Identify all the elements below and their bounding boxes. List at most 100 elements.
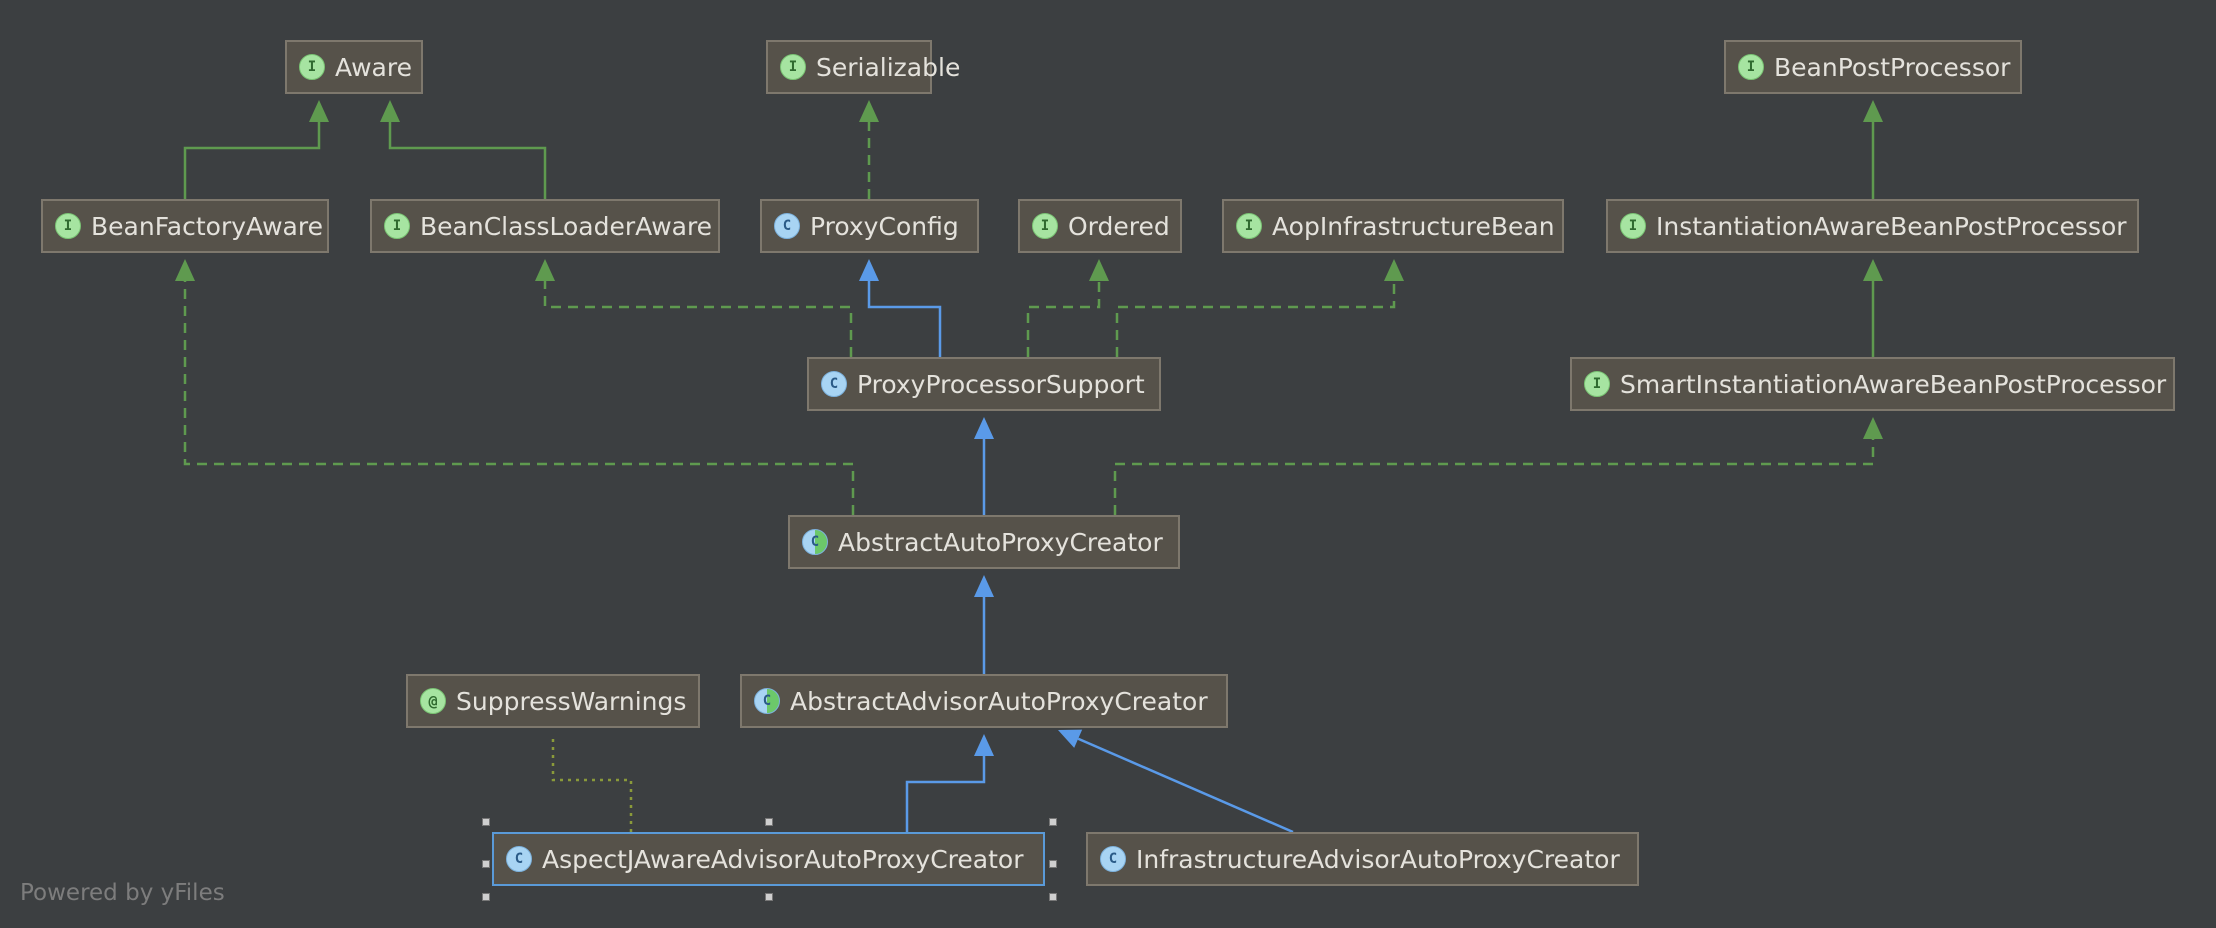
node-label: InstantiationAwareBeanPostProcessor	[1656, 211, 2127, 241]
edge-line	[388, 122, 547, 199]
annotation-icon: @	[420, 688, 446, 714]
edge-extends-interface[interactable]	[183, 100, 329, 199]
node-instantiation-aware-bean-post-processor[interactable]: I InstantiationAwareBeanPostProcessor	[1606, 199, 2139, 253]
interface-icon: I	[299, 54, 325, 80]
edge-extends-interface[interactable]	[1863, 259, 1883, 357]
edge-line	[1115, 281, 1396, 357]
node-aop-infrastructure-bean[interactable]: I AopInfrastructureBean	[1222, 199, 1564, 253]
arrowhead-icon	[974, 575, 994, 597]
arrowhead-icon	[859, 259, 879, 281]
interface-icon: I	[1738, 54, 1764, 80]
edge-implements[interactable]	[1026, 259, 1109, 357]
edge-line	[867, 281, 942, 357]
node-label: Serializable	[816, 52, 961, 82]
selection-handle[interactable]	[482, 893, 490, 901]
node-bean-post-processor[interactable]: I BeanPostProcessor	[1724, 40, 2022, 94]
powered-by-watermark: Powered by yFiles	[20, 880, 225, 906]
node-label: ProxyProcessorSupport	[857, 369, 1145, 399]
arrowhead-icon	[535, 259, 555, 281]
arrowhead-icon	[1863, 259, 1883, 281]
edge-extends-class[interactable]	[974, 417, 994, 515]
edge-extends-class[interactable]	[974, 575, 994, 674]
class-icon: C	[506, 846, 532, 872]
node-label: SuppressWarnings	[456, 686, 687, 716]
selection-handle[interactable]	[765, 818, 773, 826]
node-label: Aware	[335, 52, 412, 82]
edge-line	[905, 756, 986, 832]
node-abstract-auto-proxy-creator[interactable]: C AbstractAutoProxyCreator	[788, 515, 1180, 569]
interface-icon: I	[780, 54, 806, 80]
node-label: AspectJAwareAdvisorAutoProxyCreator	[542, 844, 1024, 874]
node-bean-factory-aware[interactable]: I BeanFactoryAware	[41, 199, 329, 253]
node-proxy-processor-support[interactable]: C ProxyProcessorSupport	[807, 357, 1161, 411]
node-infrastructure-advisor-auto-proxy-creator[interactable]: C InfrastructureAdvisorAutoProxyCreator	[1086, 832, 1639, 886]
node-label: Ordered	[1068, 211, 1170, 241]
selection-handle[interactable]	[482, 860, 490, 868]
edge-line	[543, 281, 853, 357]
selection-handle[interactable]	[1049, 818, 1057, 826]
node-aware[interactable]: I Aware	[285, 40, 423, 94]
edge-extends-class[interactable]	[1058, 729, 1294, 834]
arrowhead-icon	[974, 734, 994, 756]
node-label: AbstractAdvisorAutoProxyCreator	[790, 686, 1208, 716]
edge-implements[interactable]	[1115, 259, 1404, 357]
selection-handle[interactable]	[765, 893, 773, 901]
arrowhead-icon	[1058, 729, 1083, 748]
arrowhead-icon	[1863, 100, 1883, 122]
edge-line	[183, 122, 321, 199]
edge-line	[1077, 737, 1294, 834]
selection-handle[interactable]	[1049, 860, 1057, 868]
edge-line	[1026, 281, 1101, 357]
node-label: InfrastructureAdvisorAutoProxyCreator	[1136, 844, 1620, 874]
abstract-class-icon: C	[754, 688, 780, 714]
arrowhead-icon	[1384, 259, 1404, 281]
interface-icon: I	[1236, 213, 1262, 239]
node-abstract-advisor-auto-proxy-creator[interactable]: C AbstractAdvisorAutoProxyCreator	[740, 674, 1228, 728]
class-icon: C	[821, 371, 847, 397]
node-label: BeanClassLoaderAware	[420, 211, 713, 241]
abstract-class-icon: C	[802, 529, 828, 555]
node-ordered[interactable]: I Ordered	[1018, 199, 1182, 253]
arrowhead-icon	[175, 259, 195, 281]
node-serializable[interactable]: I Serializable	[766, 40, 960, 94]
edge-implements[interactable]	[175, 259, 855, 515]
selection-handle[interactable]	[1049, 893, 1057, 901]
edge-extends-class[interactable]	[859, 259, 942, 357]
interface-icon: I	[384, 213, 410, 239]
node-label: SmartInstantiationAwareBeanPostProcessor	[1620, 369, 2167, 399]
class-icon: C	[774, 213, 800, 239]
edge-implements[interactable]	[535, 259, 853, 357]
node-label: BeanPostProcessor	[1774, 52, 2011, 82]
node-suppress-warnings[interactable]: @ SuppressWarnings	[406, 674, 700, 728]
arrowhead-icon	[974, 417, 994, 439]
edge-extends-interface[interactable]	[380, 100, 547, 199]
class-icon: C	[1100, 846, 1126, 872]
edge-line	[183, 281, 855, 515]
edge-extends-class[interactable]	[905, 734, 994, 832]
node-label: AbstractAutoProxyCreator	[838, 527, 1163, 557]
arrowhead-icon	[1089, 259, 1109, 281]
edge-annotated-by[interactable]	[551, 734, 633, 832]
selection-handle[interactable]	[482, 818, 490, 826]
node-aspectj-aware-advisor-auto-proxy-creator[interactable]: C AspectJAwareAdvisorAutoProxyCreator	[492, 832, 1045, 886]
arrowhead-icon	[859, 100, 879, 122]
interface-icon: I	[1032, 213, 1058, 239]
edge-line	[1113, 439, 1875, 515]
node-label: BeanFactoryAware	[91, 211, 323, 241]
edge-line	[551, 734, 633, 832]
edge-implements[interactable]	[1113, 417, 1883, 515]
arrowhead-icon	[380, 100, 400, 122]
arrowhead-icon	[309, 100, 329, 122]
interface-icon: I	[55, 213, 81, 239]
node-smart-instantiation-aware-bean-post-processor[interactable]: I SmartInstantiationAwareBeanPostProcess…	[1570, 357, 2175, 411]
edge-extends-interface[interactable]	[1863, 100, 1883, 199]
node-proxy-config[interactable]: C ProxyConfig	[760, 199, 979, 253]
node-bean-class-loader-aware[interactable]: I BeanClassLoaderAware	[370, 199, 720, 253]
node-label: ProxyConfig	[810, 211, 959, 241]
interface-icon: I	[1584, 371, 1610, 397]
edge-implements[interactable]	[859, 100, 879, 199]
node-label: AopInfrastructureBean	[1272, 211, 1555, 241]
interface-icon: I	[1620, 213, 1646, 239]
edges-layer	[175, 100, 1883, 834]
